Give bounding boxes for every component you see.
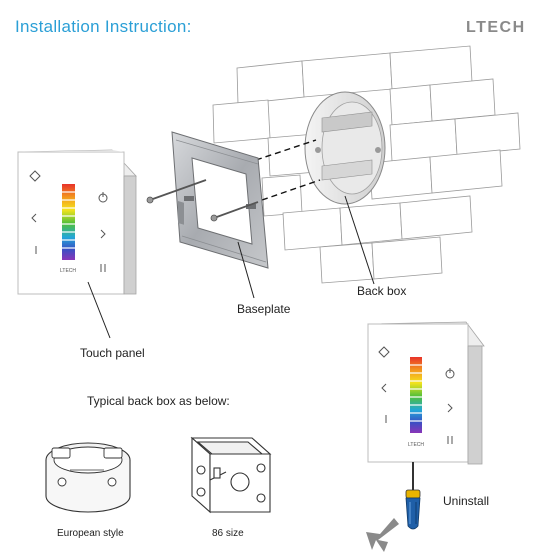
alignment-lines [255,139,321,201]
pause-icon [100,264,106,272]
panel-logo: LTECH [60,268,76,274]
mode-icon [378,346,390,358]
label-back-box: Back box [357,284,407,298]
page-title: Installation Instruction: [15,17,192,36]
label-touch-panel: Touch panel [80,346,145,360]
panel-logo: LTECH [408,442,424,448]
touch-panel: LTECH [17,149,137,295]
strip-segments [62,191,75,249]
screw-head [146,196,154,204]
mounting-screws [149,179,259,219]
label-baseplate: Baseplate [237,302,291,316]
back-box [304,91,386,205]
label-uninstall: Uninstall [443,494,490,508]
color-wheel-strip [62,184,75,260]
box-86-size [190,436,272,514]
leader-lines [87,195,375,339]
screwdriver-icon [405,462,421,530]
screw-head [210,214,218,222]
brick-wall [212,45,521,284]
label-european-style: European style [57,528,124,539]
left-arrow-icon [381,383,387,393]
touch-panel-uninstall: LTECH [367,321,485,465]
pull-down-arrow-icon [366,518,399,552]
pause-icon [447,436,453,444]
european-style-box [45,442,131,513]
color-wheel-strip [410,357,422,433]
brand-logo: LTECH [466,19,526,36]
label-typical-note: Typical back box as below: [87,394,230,408]
left-arrow-icon [31,213,37,223]
right-arrow-icon [447,403,453,413]
label-86-size: 86 size [212,528,244,539]
mode-icon [29,170,41,182]
right-arrow-icon [100,229,106,239]
baseplate [171,131,269,269]
